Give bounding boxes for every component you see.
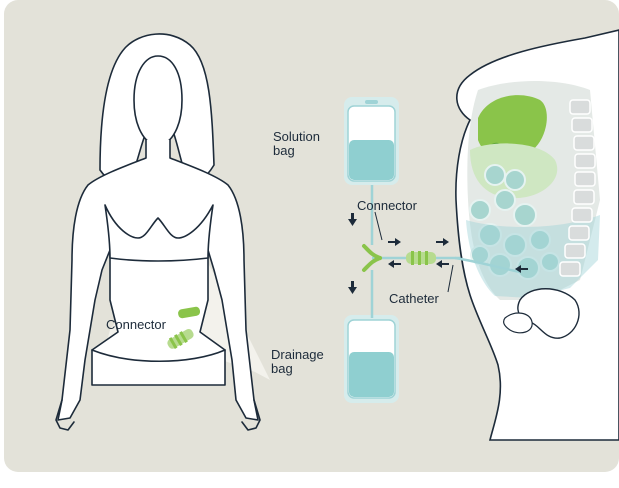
drainage-bag-label: Drainage bag bbox=[271, 348, 324, 376]
connector-tube-label: Connector bbox=[357, 199, 417, 213]
catheter-label: Catheter bbox=[389, 292, 439, 306]
tube-connector-icon bbox=[406, 251, 436, 265]
connector-body-label: Connector bbox=[106, 318, 166, 332]
drainage-bag bbox=[344, 315, 399, 403]
solution-bag-label: Solution bag bbox=[273, 130, 320, 158]
face bbox=[134, 56, 182, 145]
solution-bag bbox=[344, 97, 399, 185]
